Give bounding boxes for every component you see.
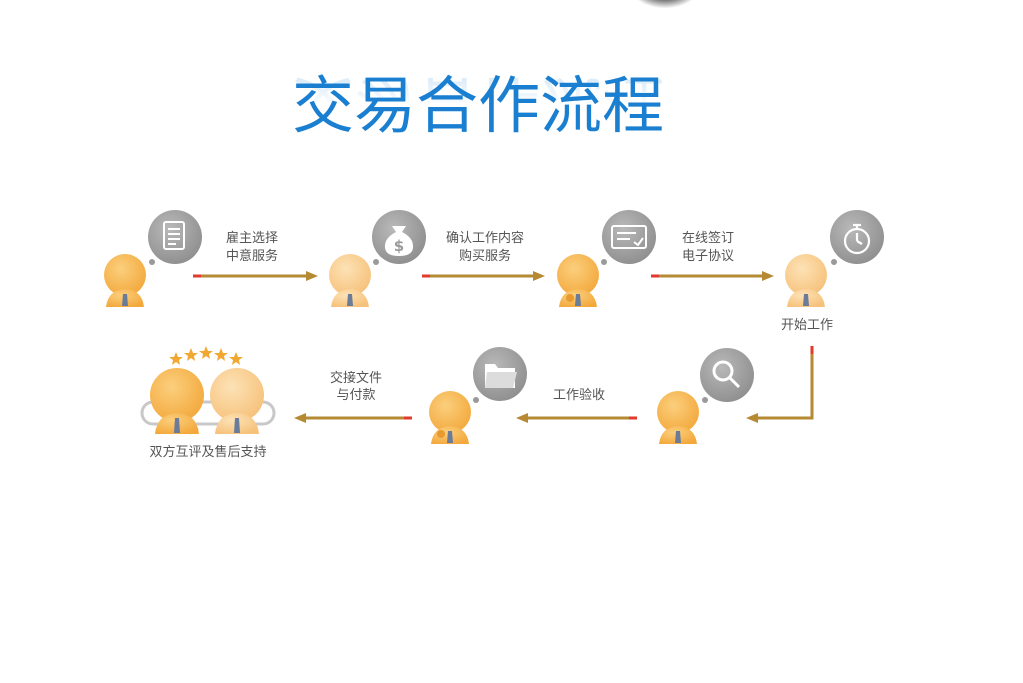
magnifier-icon <box>712 360 741 389</box>
step-3-label-line-2: 电子协议 <box>682 249 734 264</box>
contract-card-icon <box>611 225 647 249</box>
step-7-bench <box>140 400 276 426</box>
folder-icon <box>485 364 517 388</box>
arrow-5 <box>516 413 637 423</box>
step-1-bubble <box>148 210 202 265</box>
step-2-label-line-2: 购买服务 <box>459 248 511 264</box>
step-5-person <box>657 391 699 444</box>
step-6-label-line-2: 与付款 <box>336 388 375 403</box>
title-block: 交易合作流程 交易合作流程 <box>292 68 672 198</box>
step-3-bubble <box>601 210 656 265</box>
step-1-label-line-1: 雇主选择 <box>226 230 278 246</box>
money-bag-icon: $ <box>384 226 414 256</box>
stopwatch-icon <box>843 223 871 255</box>
arrow-3 <box>651 271 774 281</box>
document-icon <box>163 221 185 250</box>
step-7-person-left <box>150 368 204 434</box>
step-4-label: 开始工作 <box>781 318 833 333</box>
svg-text:$: $ <box>394 237 404 255</box>
stars-icon <box>169 346 243 365</box>
step-5-bubble <box>700 348 754 403</box>
arrow-1 <box>193 271 318 281</box>
step-3-label-line-1: 在线签订 <box>682 230 734 246</box>
top-decoration <box>630 0 700 8</box>
step-1-label-line-2: 中意服务 <box>226 248 278 264</box>
step-2-person <box>329 254 371 307</box>
step-4-person <box>785 254 827 307</box>
step-1-person <box>104 254 146 307</box>
step-5-label: 工作验收 <box>553 387 605 403</box>
arrow-4-corner <box>746 346 814 423</box>
arrow-2 <box>422 271 545 281</box>
arrow-6 <box>294 413 412 423</box>
step-7-person-right <box>210 368 264 434</box>
step-6-label-line-1: 交接文件 <box>330 370 382 386</box>
step-7-label: 双方互评及售后支持 <box>149 444 266 460</box>
step-6-person <box>429 391 471 444</box>
page-title: 交易合作流程 <box>292 69 665 142</box>
step-2-label-line-1: 确认工作内容 <box>446 230 524 246</box>
step-3-person <box>557 254 599 307</box>
